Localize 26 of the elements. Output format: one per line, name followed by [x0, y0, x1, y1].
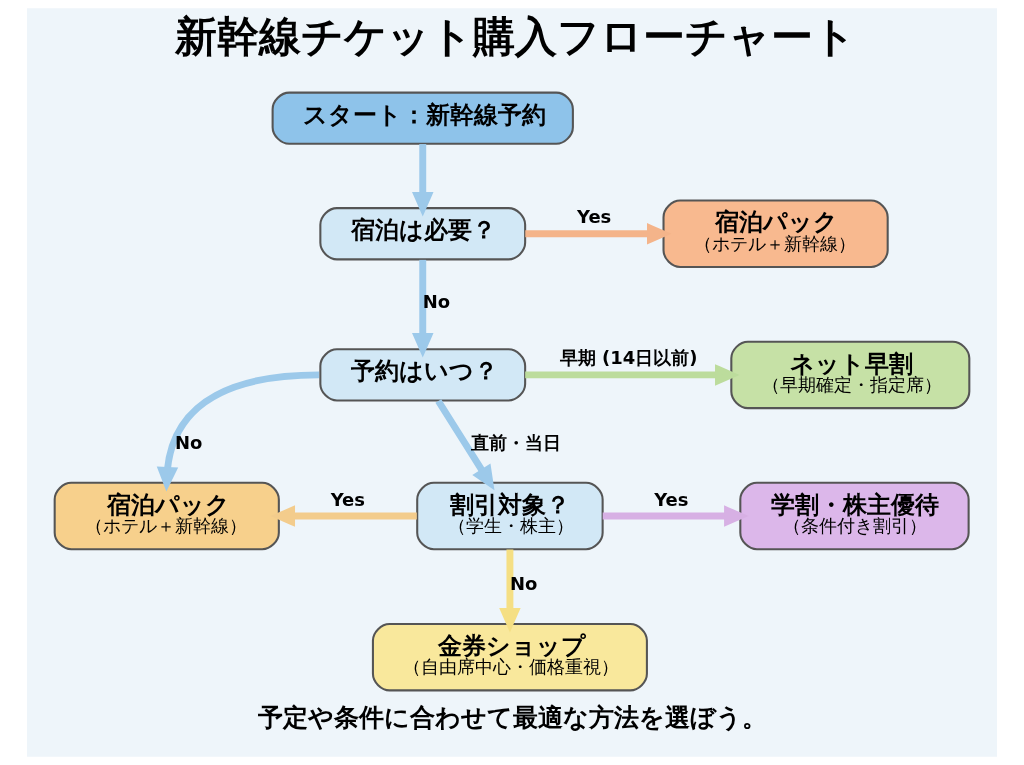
node-box: スタート：新幹線予約	[271, 91, 574, 145]
node-box: 宿泊は必要？	[319, 207, 527, 261]
arrow	[525, 364, 740, 386]
edge-label: No	[422, 290, 451, 312]
node-box: 宿泊パック （ホテル＋新幹線）	[662, 199, 889, 268]
arrow	[412, 259, 434, 358]
caption: 予定や条件に合わせて最適な方法を選ぼう。	[258, 702, 768, 732]
node-box: 割引対象？ （学生・株主）	[416, 481, 604, 551]
diagram-title: 新幹線チケット購入フローチャート	[175, 12, 857, 62]
edge-label: Yes	[654, 488, 689, 510]
edge-label: 直前・当日	[471, 431, 562, 453]
arrow	[602, 505, 749, 527]
arrow	[435, 399, 495, 491]
edge-label: Yes	[577, 206, 612, 228]
node-box: 予約はいつ？	[319, 348, 527, 402]
arrow	[499, 549, 521, 633]
node-box: ネット早割 （早期確定・指定席）	[730, 340, 971, 410]
edge-label: Yes	[330, 488, 365, 510]
edge-label: No	[175, 431, 203, 453]
node-box: 学割・株主優待 （条件付き割引）	[739, 481, 970, 551]
node-box: 宿泊パック （ホテル＋新幹線）	[53, 481, 280, 551]
edge-label: No	[509, 572, 538, 594]
arrow	[156, 371, 320, 492]
node-box: 金券ショップ （自由席中心・価格重視）	[371, 622, 648, 692]
arrow	[412, 144, 434, 217]
edge-label: 早期 (14日以前)	[559, 347, 698, 369]
